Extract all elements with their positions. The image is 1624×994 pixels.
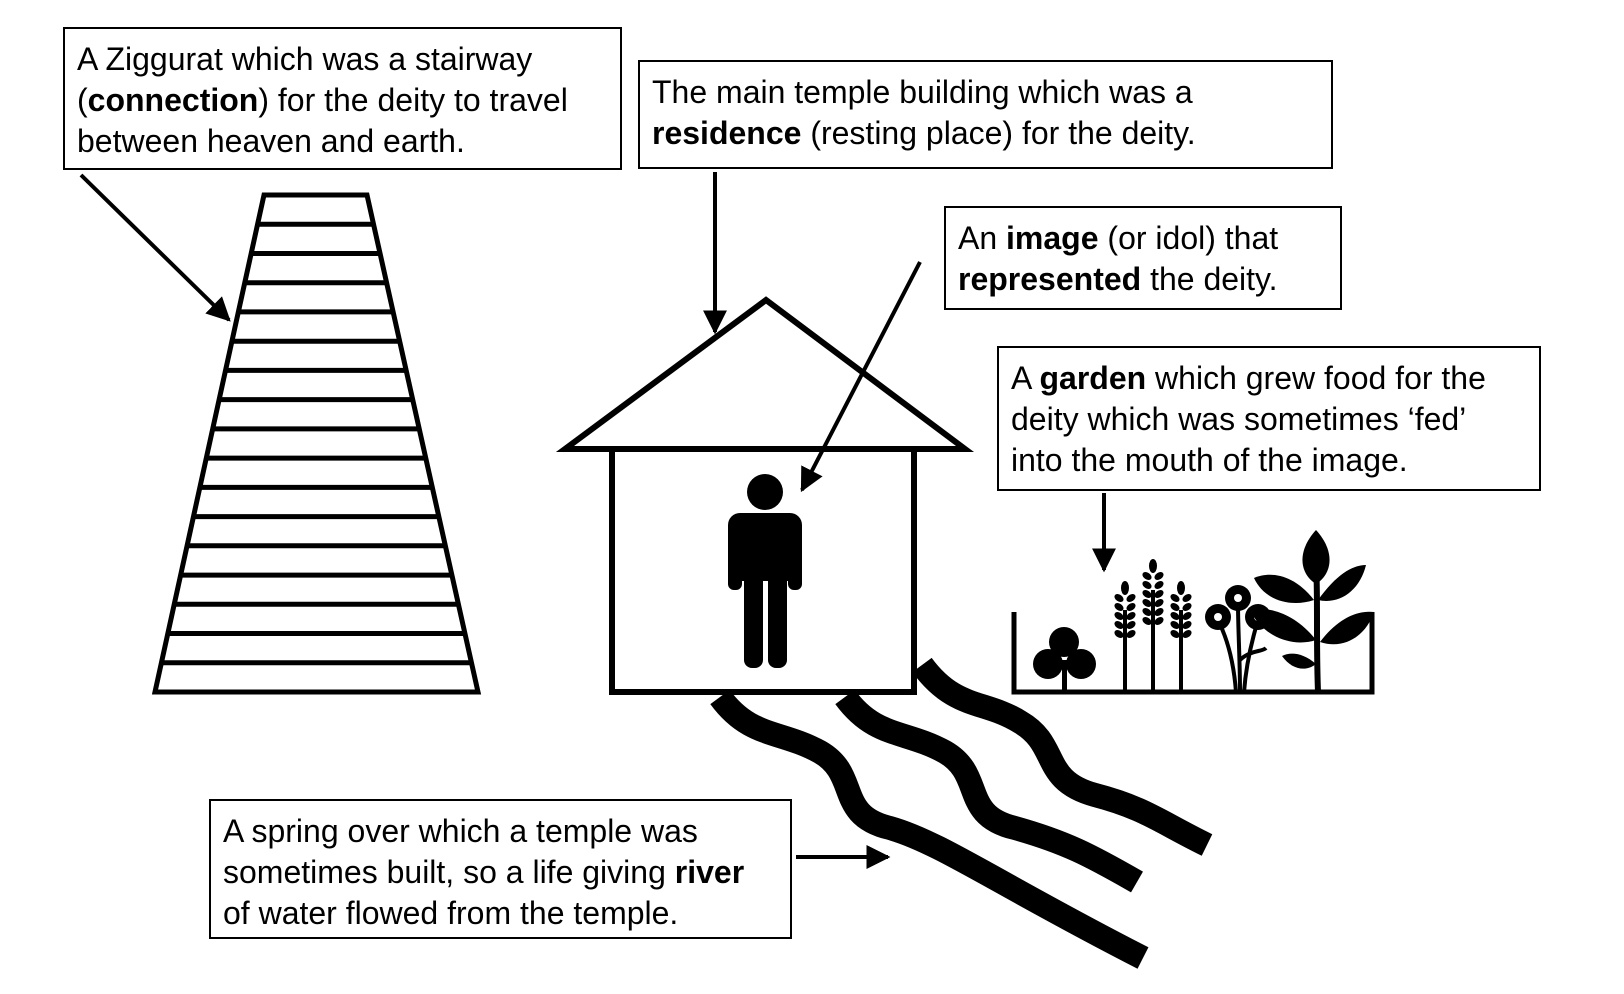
garden-keyword: garden <box>1039 360 1147 396</box>
residence-callout-line-1: The main temple building which was a <box>652 74 1193 110</box>
river-callout-line-3: of water flowed from the temple. <box>223 895 679 931</box>
connection-keyword: connection <box>87 82 259 118</box>
wheat-grain <box>1126 621 1136 629</box>
wheat-grain <box>1154 590 1164 598</box>
wheat-grain <box>1182 621 1192 629</box>
garden-callout-line-1: A garden which grew food for the <box>1011 360 1486 396</box>
ziggurat-callout: A Ziggurat which was a stairway (connect… <box>63 27 622 170</box>
river-callout-line-2: sometimes built, so a life giving river <box>223 854 745 890</box>
flower-icon <box>1205 585 1271 693</box>
wheat-grain <box>1114 612 1124 620</box>
ziggurat-stairway-icon <box>151 192 482 695</box>
wheat-grain <box>1182 612 1192 620</box>
ziggurat-callout-line-1: A Ziggurat which was a stairway <box>77 41 533 77</box>
residence-callout-line-2: residence (resting place) for the deity. <box>652 115 1196 151</box>
represented-keyword: represented <box>958 261 1142 297</box>
residence-callout: The main temple building which was a res… <box>638 60 1333 169</box>
image-callout: An image (or idol) that represented the … <box>944 206 1342 310</box>
clover-icon <box>1033 627 1096 692</box>
wheat-grain <box>1142 599 1152 607</box>
wheat-grain <box>1142 572 1152 580</box>
wheat-grain <box>1154 572 1164 580</box>
wheat-grain <box>1170 603 1180 611</box>
wheat-grain <box>1149 559 1157 573</box>
wheat-grain <box>1170 621 1180 629</box>
temple-house-icon <box>555 296 975 695</box>
image-callout-line-1: An image (or idol) that <box>958 220 1279 256</box>
wheat-grain <box>1154 617 1164 625</box>
river-callout: A spring over which a temple was sometim… <box>209 799 792 939</box>
garden-callout: A garden which grew food for the deity w… <box>997 346 1541 491</box>
wheat-grain <box>1126 603 1136 611</box>
wheat-grain <box>1170 630 1180 638</box>
ziggurat-callout-line-2: (connection) for the deity to travel <box>77 82 568 118</box>
river-keyword: river <box>674 854 745 890</box>
ziggurat-callout-line-3: between heaven and earth. <box>77 123 465 159</box>
wheat-grain <box>1114 630 1124 638</box>
wheat-grain <box>1126 630 1136 638</box>
wheat-grain <box>1114 594 1124 602</box>
image-keyword: image <box>1006 220 1099 256</box>
wheat-grain <box>1170 612 1180 620</box>
wheat-grain <box>1114 603 1124 611</box>
wheat-grain <box>1142 617 1152 625</box>
wheat-grain <box>1126 594 1136 602</box>
wheat-grain <box>1154 599 1164 607</box>
wheat-grain <box>1182 603 1192 611</box>
image-callout-line-2: represented the deity. <box>958 261 1278 297</box>
wheat-grain <box>1182 594 1192 602</box>
garden-callout-line-2: deity which was sometimes ‘fed’ <box>1011 401 1467 437</box>
garden-callout-line-3: into the mouth of the image. <box>1011 442 1408 478</box>
residence-keyword: residence <box>652 115 802 151</box>
leafy-plant-icon <box>1250 530 1374 693</box>
wheat-grain <box>1126 612 1136 620</box>
wheat-grain <box>1177 581 1185 595</box>
wheat-grain <box>1154 581 1164 589</box>
wheat-grain <box>1182 630 1192 638</box>
river-callout-line-1: A spring over which a temple was <box>223 813 698 849</box>
wheat-icon <box>1114 559 1192 692</box>
wheat-grain <box>1121 581 1129 595</box>
arrow-icon <box>79 172 1116 869</box>
wheat-grain <box>1142 581 1152 589</box>
person-idol-icon <box>728 474 802 668</box>
wheat-grain <box>1142 590 1152 598</box>
wheat-grain <box>1142 608 1152 616</box>
wheat-grain <box>1170 594 1180 602</box>
wheat-grain <box>1154 608 1164 616</box>
river-waves-icon <box>710 657 1213 969</box>
garden-bed-icon <box>1011 612 1375 695</box>
wheat-grain <box>1114 621 1124 629</box>
